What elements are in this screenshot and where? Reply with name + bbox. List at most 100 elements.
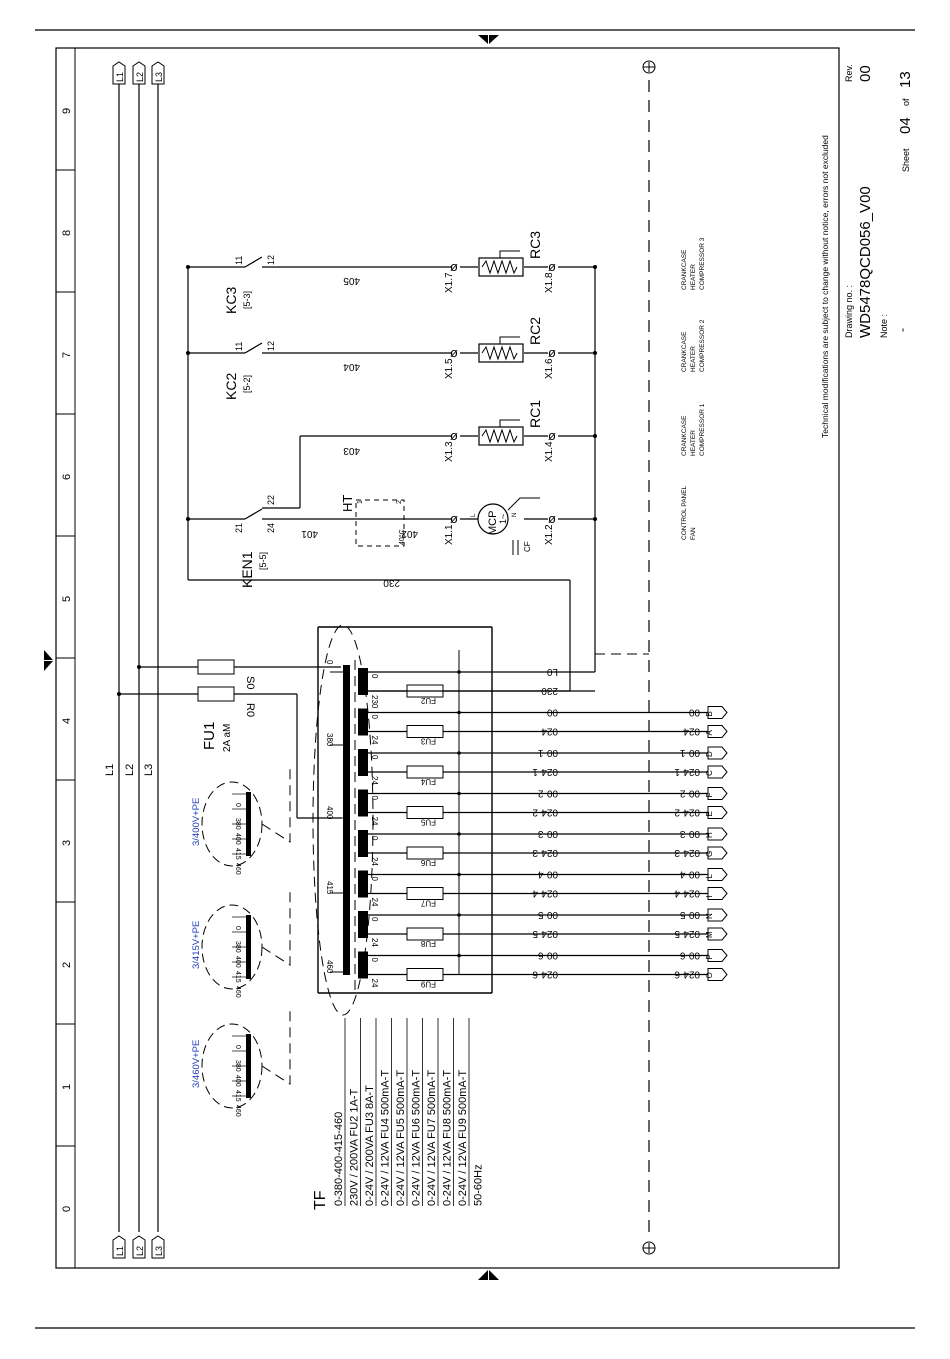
- primary-tap-label: 415: [325, 881, 334, 895]
- phase-bus: [118, 84, 159, 1232]
- terminal-label: X1.7: [444, 272, 455, 293]
- thermostat-temp: 40°C: [398, 529, 406, 545]
- terminal-tag: [707, 927, 728, 941]
- grid-column-label: 9: [61, 108, 73, 114]
- load-description: CRANKCASE: [681, 415, 688, 456]
- mini-tap-label: 0: [234, 1045, 241, 1049]
- terminal-tag: [707, 887, 728, 900]
- thermostat-ht: [355, 499, 405, 547]
- terminal-icon: ø: [450, 428, 458, 443]
- fuse-fu1-name: FU1: [201, 722, 218, 750]
- secondary-winding: [358, 749, 368, 776]
- wire-label: L0: [546, 666, 558, 677]
- fuse-label: FU8: [420, 939, 436, 948]
- fuse-fu1-rating: 2A aM: [222, 724, 233, 752]
- center-mark-top: [478, 35, 488, 44]
- voltage-option-label: 3/400V+PE: [191, 798, 202, 846]
- terminal-label: X1.6: [544, 358, 555, 379]
- terminal-tag-label: I: [705, 895, 714, 897]
- mini-tap-label: 0: [234, 803, 241, 807]
- center-mark-bottom-2: [489, 1270, 499, 1280]
- transformer-spec-line: 0-380-400-415-460: [333, 1112, 345, 1206]
- contact-pin: 21: [234, 523, 244, 533]
- secondary-top-label: 0: [370, 958, 379, 963]
- transformer-spec-line: 0-24V / 12VA FU8 500mA-T: [442, 1070, 454, 1206]
- wire-label: 024-5: [532, 928, 558, 939]
- terminal-tag-label: M: [705, 931, 714, 938]
- secondary-bottom-label: 24: [370, 938, 379, 947]
- wire-label: 230: [383, 577, 400, 588]
- contact: [244, 508, 263, 520]
- wire-label: 00-4: [538, 869, 558, 880]
- terminal-icon: ø: [548, 511, 556, 526]
- line-label-l2: L2: [124, 764, 136, 776]
- load-description: HEATER: [690, 264, 697, 290]
- mini-tap-label: 0: [234, 926, 241, 930]
- transformer-spec-line: 50-60Hz: [473, 1164, 485, 1206]
- wire-label: 00: [688, 707, 700, 718]
- wire-label: 00-6: [538, 950, 558, 961]
- grid-column-label: 4: [61, 718, 73, 724]
- drawing-number: WD5478QCD056_V00: [857, 186, 874, 338]
- wire-label: 024-1: [532, 766, 558, 777]
- terminal-tag-label: G: [705, 851, 714, 857]
- terminal-tag-label: E: [705, 811, 714, 816]
- terminal-icon: ø: [450, 345, 458, 360]
- fan-name: MCP: [487, 511, 499, 535]
- contact-pin: 11: [234, 256, 244, 265]
- phase-tag-label: L1: [115, 1246, 125, 1256]
- load-description: HEATER: [690, 346, 697, 372]
- heater-coil: [481, 345, 518, 361]
- secondary-bottom-label: 24: [370, 776, 379, 785]
- heater-name: RC2: [527, 317, 543, 345]
- sheet-total: 13: [897, 71, 914, 88]
- terminal-tag: [707, 725, 728, 738]
- earth-icon: [642, 60, 656, 74]
- mini-tap-label: 460: [234, 1105, 241, 1117]
- wire-label: 00-5: [538, 909, 558, 920]
- sheet-number: 04: [897, 117, 914, 134]
- wire-label: 00: [546, 707, 558, 718]
- terminal-tag-label: H: [705, 832, 714, 838]
- terminal-tag: [707, 706, 728, 719]
- transformer-spec-line: 0-24V / 12VA FU9 500mA-T: [457, 1070, 469, 1206]
- terminal-tag: [707, 827, 728, 841]
- fuse-label: FU7: [420, 899, 436, 908]
- primary-tap-label: 460: [325, 960, 334, 974]
- load-description: COMPRESSOR 2: [699, 319, 706, 372]
- voltage-option-label: 3/415V+PE: [191, 921, 202, 969]
- terminal-tag: [707, 787, 728, 800]
- fuse-fu5: [406, 806, 444, 819]
- heater-coil: [481, 428, 518, 444]
- terminal-label: X1.3: [444, 441, 455, 462]
- secondary-top-label: 0: [370, 715, 379, 720]
- secondary-winding: [358, 708, 368, 736]
- fan-phase: 1~: [498, 514, 508, 524]
- rev-label: Rev.: [844, 64, 854, 82]
- wire-label-s0: S0: [244, 676, 256, 689]
- fuse-fu4: [406, 765, 444, 779]
- grid-column-label: 2: [61, 962, 73, 968]
- phase-tag: [132, 61, 146, 85]
- secondary-top-label: 0: [370, 796, 379, 801]
- terminal-icon: ø: [548, 345, 556, 360]
- phase-tag: [112, 1235, 126, 1259]
- wire-label: 024-3: [674, 847, 700, 858]
- wire-label: 405: [343, 275, 360, 286]
- transformer-spec-line: 0-24V / 12VA FU6 500mA-T: [411, 1070, 423, 1206]
- secondary-winding: [358, 789, 368, 817]
- wire-label: 024-1: [674, 766, 700, 777]
- contact-name: KC3: [223, 287, 239, 314]
- wire-label: 00-1: [680, 747, 700, 758]
- junction: [593, 517, 597, 521]
- grid-column-label: 3: [61, 840, 73, 846]
- transformer-spec-line: 230V / 200VA FU2 1A-T: [349, 1089, 361, 1206]
- contact: [244, 256, 263, 268]
- thermostat-name: HT: [340, 495, 355, 512]
- heater-coil: [481, 259, 518, 275]
- option-link: [261, 887, 291, 966]
- terminal-tag-label: N: [705, 913, 714, 919]
- heater-name: RC1: [527, 400, 543, 428]
- wire-label: 024: [541, 726, 558, 737]
- secondary-winding: [358, 951, 368, 979]
